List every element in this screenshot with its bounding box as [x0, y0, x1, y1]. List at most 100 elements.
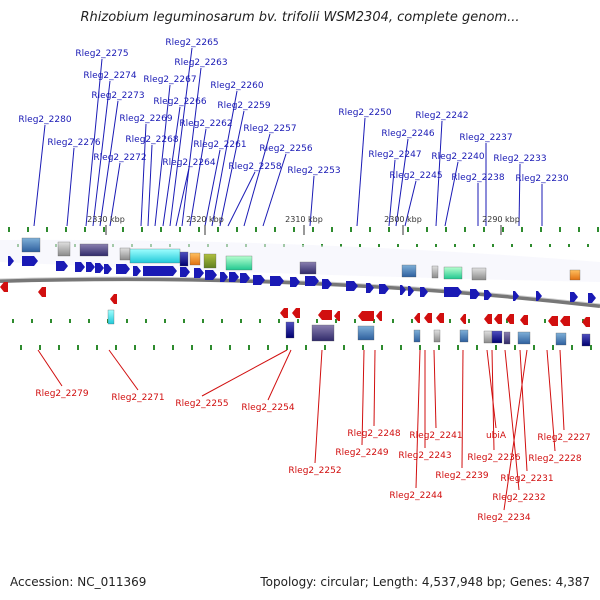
gene-feature-block[interactable] — [357, 325, 375, 341]
reverse-gene-label[interactable]: Rleg2_2279 — [35, 389, 88, 399]
forward-gene-arrow[interactable] — [305, 276, 319, 286]
reverse-gene-arrow[interactable] — [334, 311, 340, 321]
reverse-gene-arrow[interactable] — [484, 314, 492, 324]
forward-gene-arrow[interactable] — [588, 293, 596, 303]
forward-gene-label[interactable]: Rleg2_2257 — [243, 124, 296, 134]
forward-gene-arrow[interactable] — [513, 291, 519, 301]
gene-feature-block[interactable] — [491, 330, 503, 344]
forward-gene-label[interactable]: Rleg2_2250 — [338, 108, 391, 118]
gene-feature-block[interactable] — [285, 321, 295, 339]
reverse-gene-label[interactable]: Rleg2_2231 — [500, 474, 553, 484]
gene-feature-block[interactable] — [471, 267, 487, 281]
gene-feature-block[interactable] — [21, 237, 41, 253]
forward-gene-arrow[interactable] — [408, 286, 414, 296]
reverse-gene-arrow[interactable] — [424, 313, 432, 323]
gene-feature-block[interactable] — [569, 269, 581, 281]
reverse-gene-arrow[interactable] — [38, 287, 46, 297]
forward-gene-arrow[interactable] — [116, 264, 130, 274]
forward-gene-arrow[interactable] — [470, 289, 480, 299]
reverse-gene-label[interactable]: Rleg2_2234 — [477, 513, 530, 523]
reverse-gene-label[interactable]: Rleg2_2228 — [528, 454, 581, 464]
forward-gene-label[interactable]: Rleg2_2258 — [228, 162, 281, 172]
reverse-gene-label[interactable]: Rleg2_2243 — [398, 451, 451, 461]
forward-gene-label[interactable]: Rleg2_2274 — [83, 71, 136, 81]
reverse-gene-arrow[interactable] — [0, 282, 8, 292]
gene-feature-block[interactable] — [517, 331, 531, 345]
forward-gene-label[interactable]: Rleg2_2233 — [493, 154, 546, 164]
forward-gene-label[interactable]: Rleg2_2247 — [368, 150, 421, 160]
forward-gene-label[interactable]: Rleg2_2265 — [165, 38, 218, 48]
gene-feature-block[interactable] — [203, 253, 217, 269]
reverse-gene-label[interactable]: Rleg2_2239 — [435, 471, 488, 481]
forward-gene-label[interactable]: Rleg2_2268 — [125, 135, 178, 145]
reverse-gene-arrow[interactable] — [414, 313, 420, 323]
reverse-gene-arrow[interactable] — [582, 317, 590, 327]
gene-feature-block[interactable] — [119, 247, 131, 261]
forward-gene-label[interactable]: Rleg2_2267 — [143, 75, 196, 85]
reverse-gene-arrow[interactable] — [436, 313, 444, 323]
reverse-gene-arrow[interactable] — [318, 310, 332, 320]
forward-gene-arrow[interactable] — [86, 262, 95, 272]
reverse-gene-label[interactable]: Rleg2_2236 — [467, 453, 520, 463]
gene-feature-block[interactable] — [555, 332, 567, 346]
forward-gene-arrow[interactable] — [366, 283, 374, 293]
forward-gene-arrow[interactable] — [22, 256, 38, 266]
forward-gene-arrow[interactable] — [536, 291, 542, 301]
forward-gene-arrow[interactable] — [180, 267, 190, 277]
reverse-gene-arrow[interactable] — [376, 311, 382, 321]
forward-gene-label[interactable]: Rleg2_2262 — [179, 119, 232, 129]
forward-gene-label[interactable]: Rleg2_2273 — [91, 91, 144, 101]
forward-gene-label[interactable]: Rleg2_2253 — [287, 166, 340, 176]
reverse-gene-arrow[interactable] — [520, 315, 528, 325]
forward-gene-label[interactable]: Rleg2_2245 — [389, 171, 442, 181]
forward-gene-arrow[interactable] — [56, 261, 68, 271]
forward-gene-label[interactable]: Rleg2_2242 — [415, 111, 468, 121]
reverse-gene-arrow[interactable] — [494, 314, 502, 324]
forward-gene-arrow[interactable] — [484, 290, 492, 300]
gene-feature-block[interactable] — [107, 309, 115, 325]
forward-gene-label[interactable]: Rleg2_2280 — [18, 115, 71, 125]
forward-gene-arrow[interactable] — [75, 262, 85, 272]
reverse-gene-label[interactable]: Rleg2_2249 — [335, 448, 388, 458]
reverse-gene-label[interactable]: Rleg2_2271 — [111, 393, 164, 403]
gene-feature-block[interactable] — [581, 333, 591, 347]
gene-feature-block[interactable] — [433, 329, 441, 343]
gene-feature-block[interactable] — [179, 251, 189, 267]
forward-gene-label[interactable]: Rleg2_2263 — [174, 58, 227, 68]
forward-gene-label[interactable]: Rleg2_2237 — [459, 133, 512, 143]
gene-feature-block[interactable] — [401, 264, 417, 278]
forward-gene-label[interactable]: Rleg2_2246 — [381, 129, 434, 139]
gene-feature-block[interactable] — [431, 265, 439, 279]
gene-feature-block[interactable] — [413, 329, 421, 343]
forward-gene-label[interactable]: Rleg2_2240 — [431, 152, 484, 162]
forward-gene-arrow[interactable] — [205, 270, 217, 280]
forward-gene-arrow[interactable] — [8, 256, 14, 266]
reverse-gene-label[interactable]: Rleg2_2241 — [409, 431, 462, 441]
reverse-gene-arrow[interactable] — [110, 294, 117, 304]
reverse-gene-label[interactable]: Rleg2_2232 — [492, 493, 545, 503]
forward-gene-label[interactable]: Rleg2_2256 — [259, 144, 312, 154]
reverse-gene-arrow[interactable] — [292, 308, 300, 318]
forward-gene-arrow[interactable] — [379, 284, 389, 294]
reverse-gene-label[interactable]: Rleg2_2255 — [175, 399, 228, 409]
gene-feature-block[interactable] — [443, 266, 463, 280]
reverse-gene-arrow[interactable] — [280, 308, 288, 318]
gene-feature-block[interactable] — [299, 261, 317, 275]
forward-gene-label[interactable]: Rleg2_2272 — [93, 153, 146, 163]
forward-gene-arrow[interactable] — [420, 287, 428, 297]
forward-gene-arrow[interactable] — [240, 273, 250, 283]
gene-feature-block[interactable] — [225, 255, 253, 271]
forward-gene-arrow[interactable] — [133, 266, 141, 276]
forward-gene-label[interactable]: Rleg2_2275 — [75, 49, 128, 59]
forward-gene-arrow[interactable] — [229, 272, 239, 282]
gene-feature-block[interactable] — [459, 329, 469, 343]
forward-gene-arrow[interactable] — [143, 266, 177, 276]
reverse-gene-label[interactable]: ubiA — [486, 431, 507, 441]
forward-gene-arrow[interactable] — [400, 285, 406, 295]
forward-gene-arrow[interactable] — [104, 264, 112, 274]
forward-gene-arrow[interactable] — [570, 292, 578, 302]
reverse-gene-label[interactable]: Rleg2_2252 — [288, 466, 341, 476]
forward-gene-label[interactable]: Rleg2_2238 — [451, 173, 504, 183]
forward-gene-arrow[interactable] — [194, 268, 204, 278]
reverse-gene-arrow[interactable] — [548, 316, 558, 326]
